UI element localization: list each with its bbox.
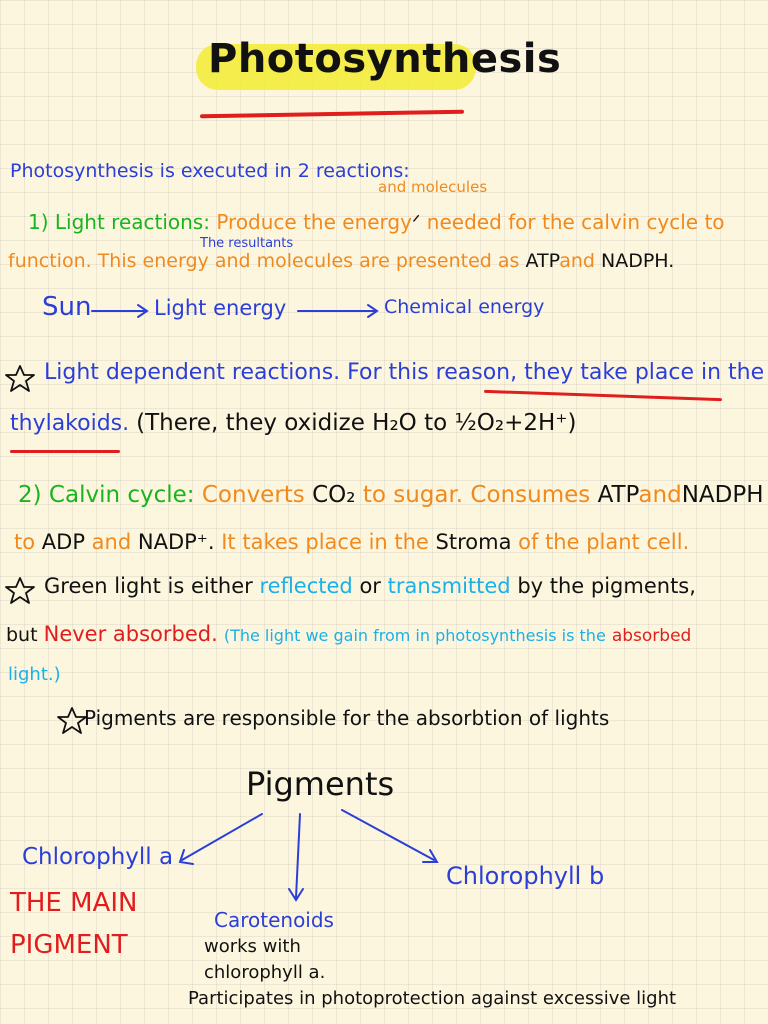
insert-the-resultants: The resultants xyxy=(200,236,294,251)
light-and: and xyxy=(559,250,595,272)
dependent-line1: Light dependent reactions. For this reas… xyxy=(44,362,764,384)
calvin-nadp: NADP⁺. xyxy=(137,530,215,554)
green-line2: but Never absorbed. (The light we gain f… xyxy=(6,624,691,645)
calvin-and2: and xyxy=(91,530,132,554)
arrow-icon xyxy=(367,304,379,318)
thylakoids-underline xyxy=(10,450,120,453)
arrow-icon xyxy=(341,809,435,861)
green-line1: Green light is either reflected or trans… xyxy=(44,576,696,597)
diagram-main-pigment-2: PIGMENT xyxy=(10,930,128,960)
light-text-d: and molecules are presented as xyxy=(214,250,520,272)
light-text-c: function. This energy xyxy=(8,250,209,272)
arrow-icon xyxy=(137,304,149,318)
diagram-chlorophyll-a-2: chlorophyll a. xyxy=(204,962,326,983)
arrow-icon xyxy=(422,849,439,863)
arrow-icon xyxy=(178,849,194,865)
diagram-main-pigment-1: THE MAIN xyxy=(10,888,138,918)
calvin-line2: to ADP and NADP⁺. It takes place in the … xyxy=(14,532,689,553)
star-icon xyxy=(5,577,35,604)
arrow-icon xyxy=(181,813,263,861)
calvin-label: 2) Calvin cycle: xyxy=(18,482,195,508)
green-text-a: Green light is either xyxy=(44,574,253,598)
diagram-works-with: works with xyxy=(204,936,301,957)
green-or: or xyxy=(359,574,381,598)
calvin-text-c: It takes place in the xyxy=(221,530,429,554)
green-transmitted: transmitted xyxy=(387,574,511,598)
calvin-text-b: to sugar. Consumes xyxy=(362,482,591,508)
green-absorbed: absorbed xyxy=(611,626,692,646)
diagram-root-pigments: Pigments xyxy=(246,765,395,803)
light-reactions-line1: 1) Light reactions: Produce the energyᐟ … xyxy=(28,210,725,234)
dependent-equation: (There, they oxidize H₂O to ½O₂+2H⁺) xyxy=(136,410,577,436)
star-icon xyxy=(5,365,35,392)
arrow-icon xyxy=(295,813,301,899)
light-reactions-label: 1) Light reactions: xyxy=(28,210,210,234)
diagram-participates: Participates in photoprotection against … xyxy=(188,988,677,1009)
diagram-chlorophyll-b: Chlorophyll b xyxy=(446,862,605,890)
green-paren: (The light we gain from in photosynthesi… xyxy=(223,626,606,645)
diagram-carotenoids: Carotenoids xyxy=(214,908,334,932)
flow-chemical-energy: Chemical energy xyxy=(384,296,545,318)
insert-and-molecules: and molecules xyxy=(378,178,488,196)
dependent-thylakoids: thylakoids. xyxy=(10,411,130,436)
dependent-line2: thylakoids. (There, they oxidize H₂O to … xyxy=(10,412,576,435)
light-text-a: Produce the energy xyxy=(216,210,412,234)
light-nadph: NADPH. xyxy=(601,250,675,272)
intro-line: Photosynthesis is executed in 2 reaction… xyxy=(10,160,410,182)
page-title: Photosynthesis xyxy=(208,36,562,82)
dependent-text-b: they take place in the xyxy=(524,360,765,385)
green-never: Never absorbed. xyxy=(43,622,218,646)
green-light-end: light.) xyxy=(8,664,61,685)
calvin-text-a: Converts xyxy=(201,482,305,508)
calvin-to: to xyxy=(14,530,36,554)
green-but: but xyxy=(6,624,38,646)
flow-light-energy: Light energy xyxy=(154,296,287,320)
calvin-line1: 2) Calvin cycle: Converts CO₂ to sugar. … xyxy=(18,484,764,507)
calvin-text-d: of the plant cell. xyxy=(518,530,690,554)
flow-sun: Sun xyxy=(42,292,92,322)
calvin-co2: CO₂ xyxy=(312,482,356,508)
diagram-chlorophyll-a: Chlorophyll a xyxy=(22,844,174,870)
light-text-b: needed for the calvin cycle to xyxy=(426,210,725,234)
pigments-note: Pigments are responsible for the absorbt… xyxy=(84,706,610,730)
calvin-and: and xyxy=(638,482,682,508)
dependent-text-a: Light dependent reactions. For this reas… xyxy=(44,360,518,385)
star-icon xyxy=(57,707,87,734)
calvin-atp: ATP xyxy=(597,482,639,508)
light-reactions-line2: function. This energy and molecules are … xyxy=(8,252,674,271)
light-atp: ATP xyxy=(525,250,560,272)
green-text-b: by the pigments, xyxy=(517,574,696,598)
arrow-icon xyxy=(288,888,304,902)
calvin-stroma: Stroma xyxy=(435,530,512,554)
green-reflected: reflected xyxy=(259,574,353,598)
title-highlight xyxy=(196,44,476,90)
calvin-adp: ADP xyxy=(41,530,85,554)
calvin-nadph: NADPH xyxy=(681,482,764,508)
